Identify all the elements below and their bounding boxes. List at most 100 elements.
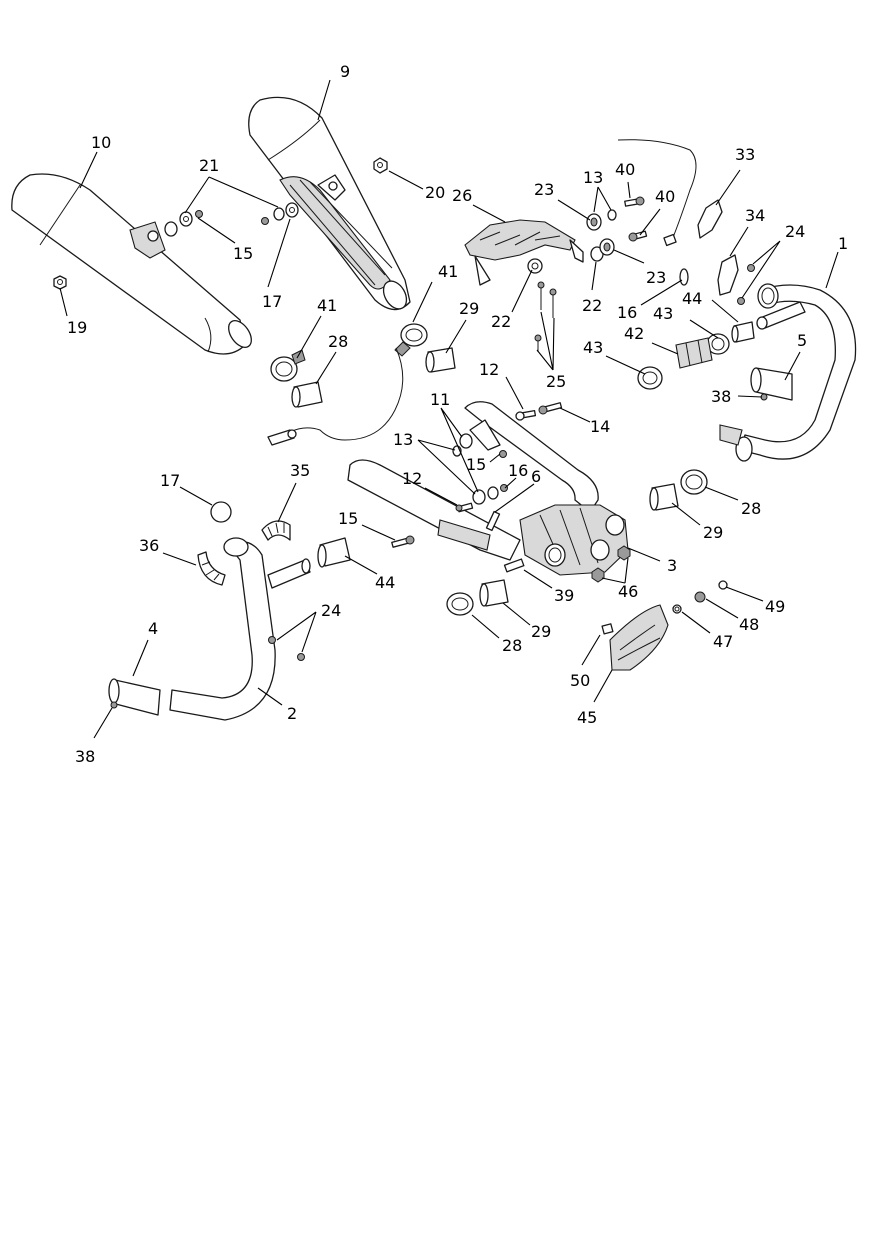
part-29-gasket-lower: [479, 579, 509, 607]
callout-12a: 12: [479, 360, 499, 379]
callout-28b: 28: [741, 499, 761, 518]
part-17-oring-lower: [210, 501, 232, 523]
callout-29b: 29: [459, 299, 479, 318]
part-10-left-silencer: [11, 173, 252, 355]
callout-15a: 14: [590, 417, 610, 436]
part-13-washers-upper: [607, 209, 617, 221]
callout-33: 33: [735, 145, 755, 164]
callout-22a: 22: [491, 312, 511, 331]
callout-41b: 41: [438, 262, 458, 281]
part-14-16-center-nuts: [499, 450, 508, 492]
callout-23b: 23: [646, 268, 666, 287]
callout-38b: 38: [711, 387, 731, 406]
callout-36: 36: [139, 536, 159, 555]
callout-15b: 15: [338, 509, 358, 528]
part-23-grommet-upper: [586, 213, 602, 231]
part-42-connector-pipe: [675, 337, 713, 369]
part-29-gasket-right: [425, 347, 456, 373]
oxygen-sensor-cable: [267, 347, 404, 446]
part-4-end-sleeve: [108, 678, 161, 716]
callout-5: 5: [797, 331, 807, 350]
part-33-bracket: [697, 199, 723, 239]
part-25-studs: [534, 281, 557, 352]
callout-2: 2: [287, 704, 297, 723]
callout-42: 42: [624, 324, 644, 343]
callout-47: 47: [713, 632, 733, 651]
callout-29d: 29: [531, 622, 551, 641]
part-11-13-center-washers: [452, 433, 499, 505]
callout-39: 39: [554, 586, 574, 605]
part-35-clip: [261, 520, 291, 541]
part-5-pipe-sleeve: [750, 367, 793, 401]
callout-labels: 9 10 21 15 17 19 20 26 23 13 40 40 33 34…: [67, 62, 848, 766]
part-28-clamp-lower: [446, 592, 474, 616]
part-43-clamp-lower: [637, 366, 663, 390]
callout-10: 10: [91, 133, 111, 152]
callout-4: 4: [148, 619, 158, 638]
callout-46: 46: [618, 582, 638, 601]
callout-24a: 24: [785, 222, 805, 241]
part-41-clamp-left: [270, 349, 306, 382]
callout-24b: 24: [321, 601, 341, 620]
callout-13a: 13: [583, 168, 603, 187]
sensor-cable-right: [617, 139, 697, 247]
part-12-bolt-upper: [515, 409, 537, 421]
callout-38a: 38: [75, 747, 95, 766]
callout-22b: 22: [582, 296, 602, 315]
part-45-heat-guard: [609, 604, 669, 671]
callout-45: 45: [577, 708, 597, 727]
part-12-bolt-lower: [455, 502, 474, 513]
part-9-right-silencer: [248, 96, 411, 311]
callout-20a: 19: [67, 318, 87, 337]
part-44-sleeve-lower: [317, 537, 351, 568]
callout-29c: 29: [703, 523, 723, 542]
part-2-left-header: [169, 537, 311, 721]
callout-26: 26: [452, 186, 472, 205]
part-36-clip: [197, 551, 226, 586]
part-20-nut-left: [53, 275, 67, 290]
part-1-right-header: [719, 283, 857, 462]
callout-44b: 44: [375, 573, 395, 592]
part-26-heat-shield: [464, 219, 584, 286]
callout-17a: 16: [617, 303, 637, 322]
part-15-bolt-lower: [391, 535, 415, 548]
part-6-bolt: [485, 510, 501, 532]
callout-20b: 20: [425, 183, 445, 202]
callout-25: 25: [546, 372, 566, 391]
callout-16a: 15: [233, 244, 253, 263]
callout-28a: 28: [502, 636, 522, 655]
callout-43b: 43: [583, 338, 603, 357]
callout-11: 11: [430, 390, 450, 409]
callout-49: 49: [765, 597, 785, 616]
callout-41a: 41: [317, 296, 337, 315]
part-41-clamp-right: [394, 323, 428, 357]
callout-44a: 44: [682, 289, 702, 308]
part-3-catalyst: [519, 504, 629, 576]
callout-35: 35: [290, 461, 310, 480]
part-21-spacer-washers: [164, 202, 299, 237]
callout-6: 6: [531, 467, 541, 486]
callout-29a: 28: [328, 332, 348, 351]
callout-9: 9: [340, 62, 350, 81]
part-39-stud: [503, 558, 525, 573]
part-24-nuts-upper: [737, 264, 755, 305]
callout-3: 3: [667, 556, 677, 575]
part-22-spacer-left: [527, 258, 543, 274]
callout-48: 48: [739, 615, 759, 634]
part-23-grommet-lower: [599, 238, 615, 256]
part-29-gasket-middle-right: [649, 483, 679, 511]
part-28-clamp-right: [680, 469, 708, 495]
part-47-48-49-fasteners: [672, 580, 728, 614]
callout-16b: 16: [508, 461, 528, 480]
callout-1: 1: [838, 234, 848, 253]
callout-34: 34: [745, 206, 765, 225]
part-20-nut-right: [373, 157, 388, 174]
callout-50: 50: [570, 671, 590, 690]
leader-lines: [59, 79, 839, 739]
part-50-clip: [601, 623, 614, 635]
callout-40a: 40: [615, 160, 635, 179]
callout-14: 15: [466, 455, 486, 474]
part-29-gasket-left: [291, 381, 323, 408]
